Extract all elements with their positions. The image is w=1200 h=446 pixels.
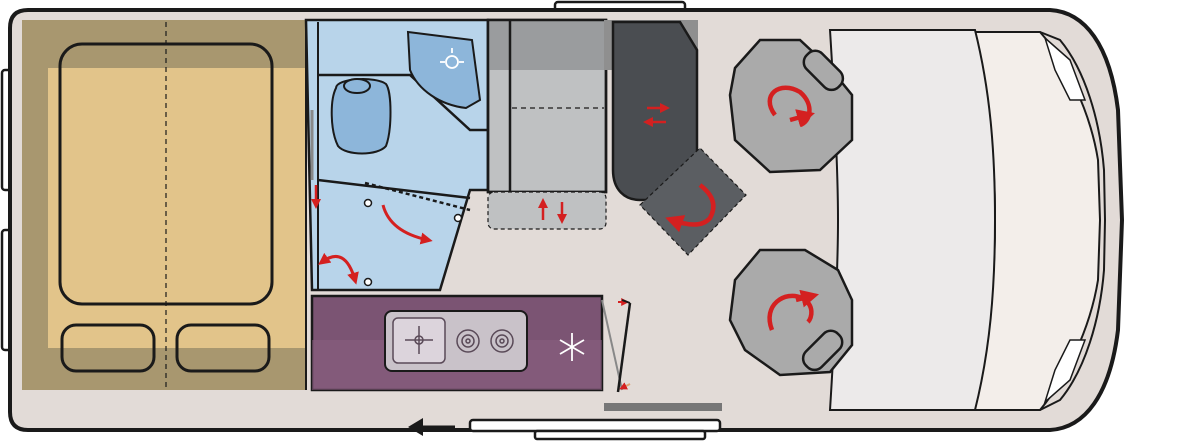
- washbasin-light-icon: [440, 48, 464, 69]
- stove-burner-icon: [456, 329, 480, 353]
- cab: [968, 31, 1107, 411]
- driver-seat: [728, 38, 854, 174]
- bathroom: [304, 18, 490, 292]
- rear-bed: [22, 20, 307, 390]
- wardrobe: [486, 18, 608, 230]
- fridge-snowflake-icon: [559, 333, 585, 361]
- toilet-icon: [330, 78, 392, 155]
- kitchen: [310, 294, 632, 393]
- dashboard: [828, 29, 997, 411]
- door-direction-arrow-icon: [408, 418, 455, 436]
- stove-burner-icon: [490, 329, 514, 353]
- side-door: [468, 403, 722, 441]
- dinette-bench: [604, 20, 747, 256]
- sink-icon: [405, 326, 433, 354]
- passenger-seat: [728, 248, 854, 377]
